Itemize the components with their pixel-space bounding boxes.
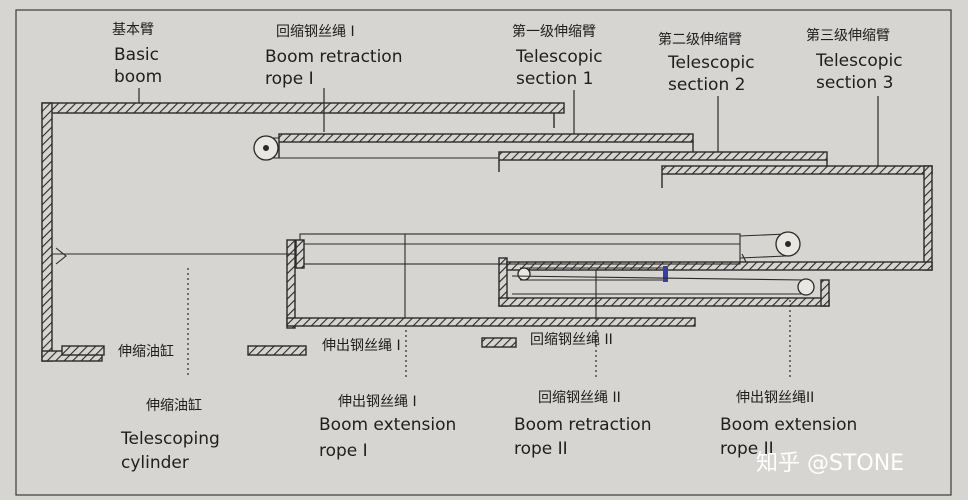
extension-rope2-upper (511, 275, 805, 281)
label-tele3-en-1: Telescopic (815, 51, 903, 71)
bottom-labels: 伸缩油缸 Telescoping cylinder 伸出钢丝绳 I Boom e… (120, 390, 857, 473)
label-extension-rope2-cn: 伸出钢丝绳II (736, 390, 814, 406)
cylinder-barrel (299, 233, 741, 265)
leader-lines (138, 88, 879, 378)
basic-boom-top-wall (41, 102, 565, 114)
label-extension-rope2-en-2: rope II (720, 439, 774, 459)
legend-label-extension-rope1: 伸出钢丝绳 I (322, 338, 401, 354)
label-extension-rope2-en-1: Boom extension (720, 415, 857, 435)
extension-rope1-upper (739, 233, 787, 237)
extension-sheave-1-hub (785, 241, 791, 247)
cylinder-head (295, 239, 305, 269)
section2-head-wall (820, 279, 830, 307)
label-cylinder-en-1: Telescoping (120, 429, 220, 449)
legend-swatch-cylinder (61, 345, 105, 356)
extension-rope1-anchor (741, 253, 747, 263)
basic-boom (41, 102, 565, 362)
extension-rope1-lower (739, 255, 787, 259)
retraction-sheave-2 (517, 267, 531, 281)
label-retraction-rope2-en-1: Boom retraction (514, 415, 652, 435)
label-basic-boom-cn: 基本臂 (112, 21, 154, 38)
top-labels: 基本臂 Basic boom 回缩钢丝绳 I Boom retraction r… (112, 21, 903, 95)
label-retraction-rope1-en-2: rope I (265, 69, 314, 89)
section3-head-wall (923, 165, 933, 271)
section1-top-wall (278, 133, 694, 143)
label-tele2-en-1: Telescopic (667, 53, 755, 73)
label-cylinder-cn: 伸缩油缸 (146, 397, 202, 414)
basic-boom-rear-wall (41, 102, 53, 362)
label-basic-boom-en-1: Basic (114, 45, 159, 65)
label-tele3-en-2: section 3 (816, 73, 893, 93)
rope-system (253, 135, 815, 320)
rope-clamp-blue (663, 266, 668, 282)
legend-label-retraction-rope2: 回缩钢丝绳 II (530, 332, 613, 348)
section3-top-wall (661, 165, 933, 175)
section3-bottom-wall (506, 261, 933, 271)
label-extension-rope1-cn: 伸出钢丝绳 I (338, 394, 417, 410)
legend-label-cylinder: 伸缩油缸 (118, 343, 174, 360)
telescoping-cylinder (52, 233, 741, 318)
label-tele2-en-2: section 2 (668, 75, 745, 95)
section2-top-wall (498, 151, 828, 161)
cylinder-rod-end (55, 247, 67, 265)
label-tele1-en-1: Telescopic (515, 47, 603, 67)
label-tele1-en-2: section 1 (516, 69, 593, 89)
label-tele2-cn: 第二级伸缩臂 (658, 31, 742, 48)
label-basic-boom-en-2: boom (114, 67, 162, 87)
section2-bottom-wall (498, 297, 830, 307)
telescopic-section-2 (498, 151, 830, 307)
diagram-frame (15, 9, 952, 496)
label-tele3-cn: 第三级伸缩臂 (806, 27, 890, 44)
label-retraction-rope2-cn: 回缩钢丝绳 II (538, 390, 621, 406)
label-tele1-cn: 第一级伸缩臂 (512, 23, 596, 40)
section1-rear-wall (286, 239, 296, 329)
label-extension-rope1-en-1: Boom extension (319, 415, 456, 435)
label-retraction-rope1-en-1: Boom retraction (265, 47, 403, 67)
label-extension-rope1-en-2: rope I (319, 441, 368, 461)
label-retraction-rope1-cn: 回缩钢丝绳 I (276, 24, 355, 40)
telescopic-section-1 (278, 133, 696, 329)
legend: 伸缩油缸 伸出钢丝绳 I 回缩钢丝绳 II (61, 332, 613, 360)
label-cylinder-en-2: cylinder (121, 453, 189, 473)
label-retraction-rope2-en-2: rope II (514, 439, 568, 459)
extension-sheave-2 (797, 278, 815, 296)
section1-bottom-wall (286, 317, 696, 327)
legend-swatch-extension-rope1 (247, 345, 307, 356)
retraction-sheave-1-hub (263, 145, 269, 151)
watermark: 知乎 @STONE (756, 451, 904, 476)
legend-swatch-retraction-rope2 (481, 337, 517, 348)
telescopic-section-3 (506, 165, 933, 271)
